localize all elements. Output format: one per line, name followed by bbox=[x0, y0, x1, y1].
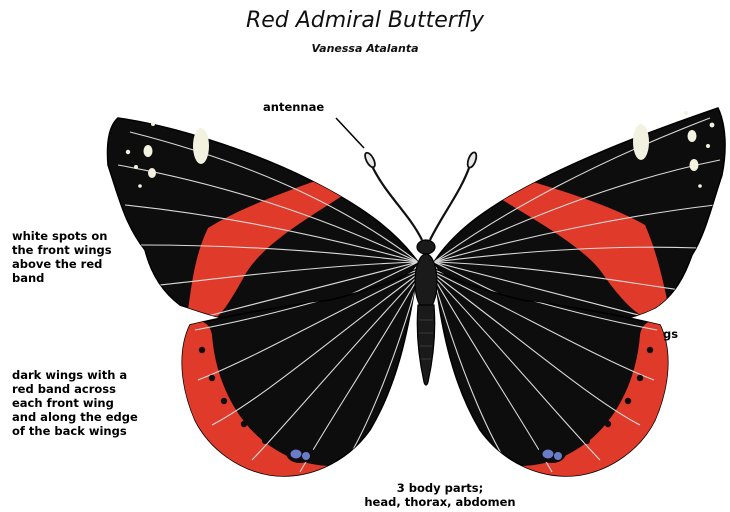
dark-wings-label: dark wings with a red band across each f… bbox=[12, 368, 138, 438]
left-hindwing-eyespot bbox=[286, 443, 314, 463]
right-hindwing-eyespot bbox=[538, 443, 566, 463]
butterfly-body bbox=[415, 240, 437, 385]
head bbox=[417, 240, 435, 254]
body-parts-label: 3 body parts; head, thorax, abdomen bbox=[330, 481, 550, 509]
antennae-pointer-line bbox=[336, 118, 364, 148]
abdomen bbox=[417, 305, 435, 385]
antennae-label: antennae bbox=[263, 100, 324, 114]
thorax bbox=[415, 254, 437, 310]
cut-off-label-fragment: gs bbox=[663, 327, 678, 341]
white-spots-label: white spots on the front wings above the… bbox=[12, 229, 112, 285]
antennae-clubs bbox=[363, 151, 478, 169]
